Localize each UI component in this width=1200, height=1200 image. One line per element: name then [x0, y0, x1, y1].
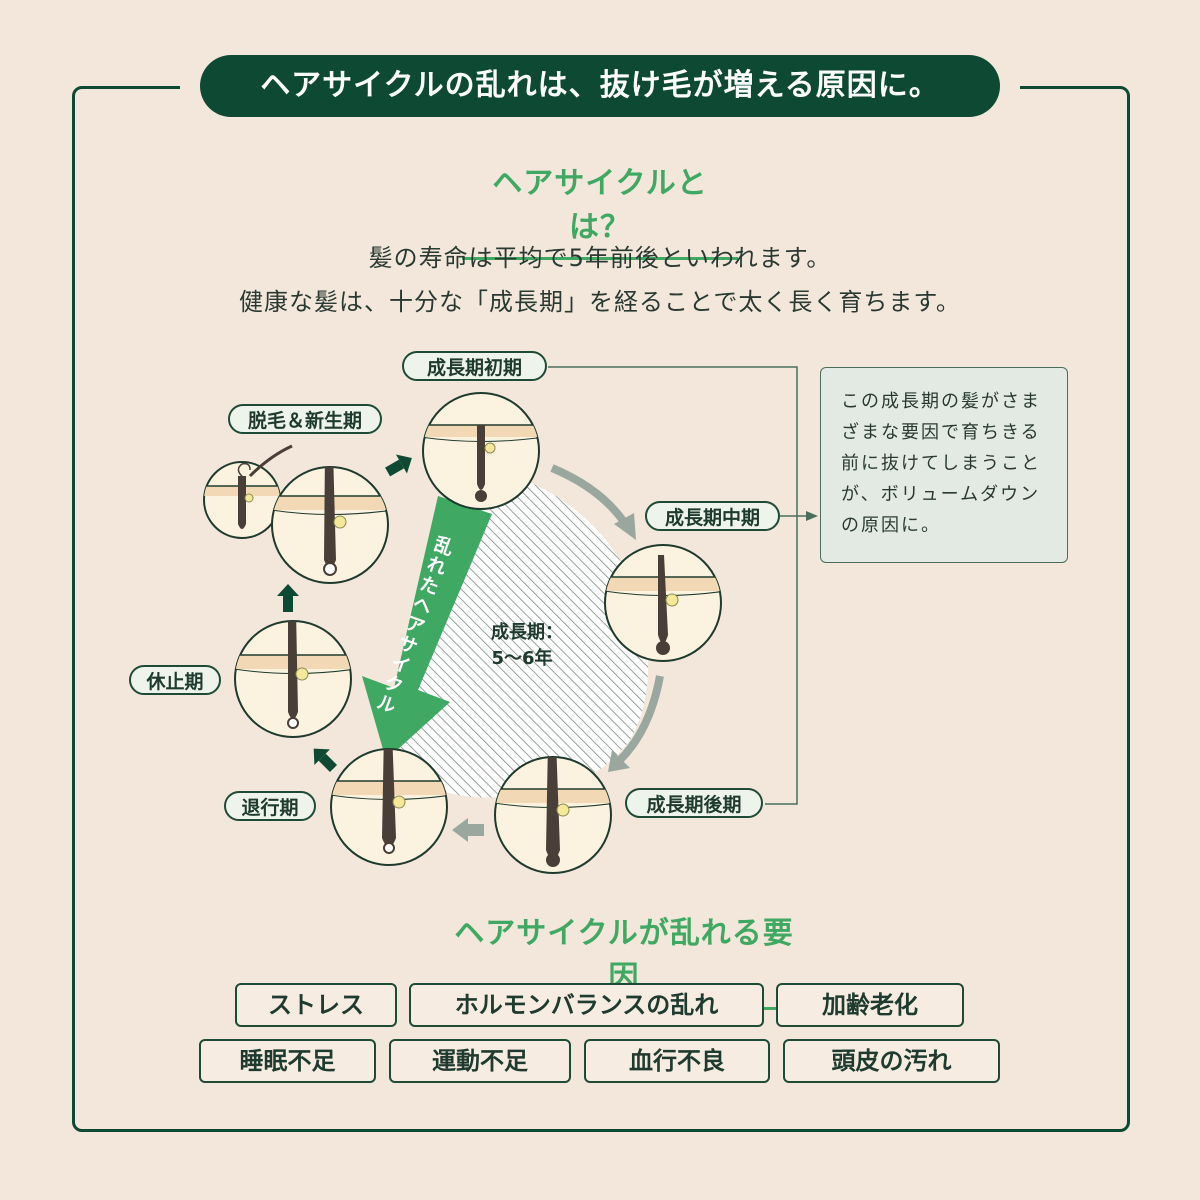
- gray-arrow-middle-to-late: [617, 675, 664, 763]
- note-connector-line: [548, 366, 798, 805]
- cause-aging: 加齢老化: [776, 983, 964, 1027]
- stage-label-regression: 退行期: [224, 791, 316, 821]
- follicle-circle-middle: [604, 544, 722, 662]
- gray-arrowhead-3: [452, 818, 468, 842]
- stage-label-middle-growth: 成長期中期: [645, 501, 780, 531]
- gray-arrow-late-to-regression: [468, 824, 484, 836]
- section-title-text: ヘアサイクルとは？: [492, 166, 708, 245]
- follicle-circle-new-hair: [203, 461, 281, 539]
- stage-label-shedding: 脱毛＆新生期: [228, 404, 382, 434]
- dark-arrow-shedding-to-early: [385, 454, 412, 477]
- cause-lack-of-sleep: 睡眠不足: [199, 1039, 376, 1083]
- section-title-underline: [462, 257, 738, 260]
- section-title-hair-cycle: ヘアサイクルとは？: [462, 158, 738, 260]
- intro-line-1: 髪の寿命は平均で5年前後といわれます。: [368, 244, 832, 272]
- gray-arrowhead-2: [608, 750, 630, 772]
- note-connector-arrowhead: [806, 511, 818, 521]
- growth-duration-label-1: 成長期：: [491, 621, 563, 643]
- dark-arrow-rest-to-shedding: [277, 584, 299, 612]
- falling-hair-root: [237, 462, 251, 479]
- header-banner: ヘアサイクルの乱れは、抜け毛が増える原因に。: [200, 55, 1000, 117]
- cause-stress: ストレス: [235, 983, 397, 1027]
- growth-duration-label-2: 5〜6年: [491, 647, 552, 669]
- follicle-circle-rest: [234, 620, 352, 738]
- stage-label-late-growth: 成長期後期: [625, 788, 763, 818]
- dark-arrow-regression-to-rest: [313, 748, 338, 773]
- disrupted-cycle-arrow: [362, 496, 492, 760]
- intro-line-2: 健康な髪は、十分な「成長期」を経ることで太く長く育ちます。: [239, 288, 961, 316]
- follicle-circle-early: [422, 392, 540, 510]
- gray-arrowhead-1: [614, 513, 636, 540]
- cause-poor-circulation: 血行不良: [584, 1039, 770, 1083]
- follicle-circle-shedding: [271, 466, 389, 584]
- follicle-circle-regression: [330, 748, 448, 866]
- note-box: この成長期の髪がさまざまな要因で育ちきる前に抜けてしまうことが、ボリュームダウン…: [820, 367, 1068, 563]
- cause-dirty-scalp: 頭皮の汚れ: [783, 1039, 1000, 1083]
- follicle-circle-late: [494, 756, 612, 874]
- stage-label-early-growth: 成長期初期: [402, 351, 547, 381]
- gray-arrow-early-to-middle: [550, 464, 628, 525]
- falling-hair-strand: [248, 444, 293, 478]
- cause-hormone-balance: ホルモンバランスの乱れ: [409, 983, 764, 1027]
- stage-label-rest: 休止期: [129, 665, 221, 695]
- cause-lack-of-exercise: 運動不足: [389, 1039, 571, 1083]
